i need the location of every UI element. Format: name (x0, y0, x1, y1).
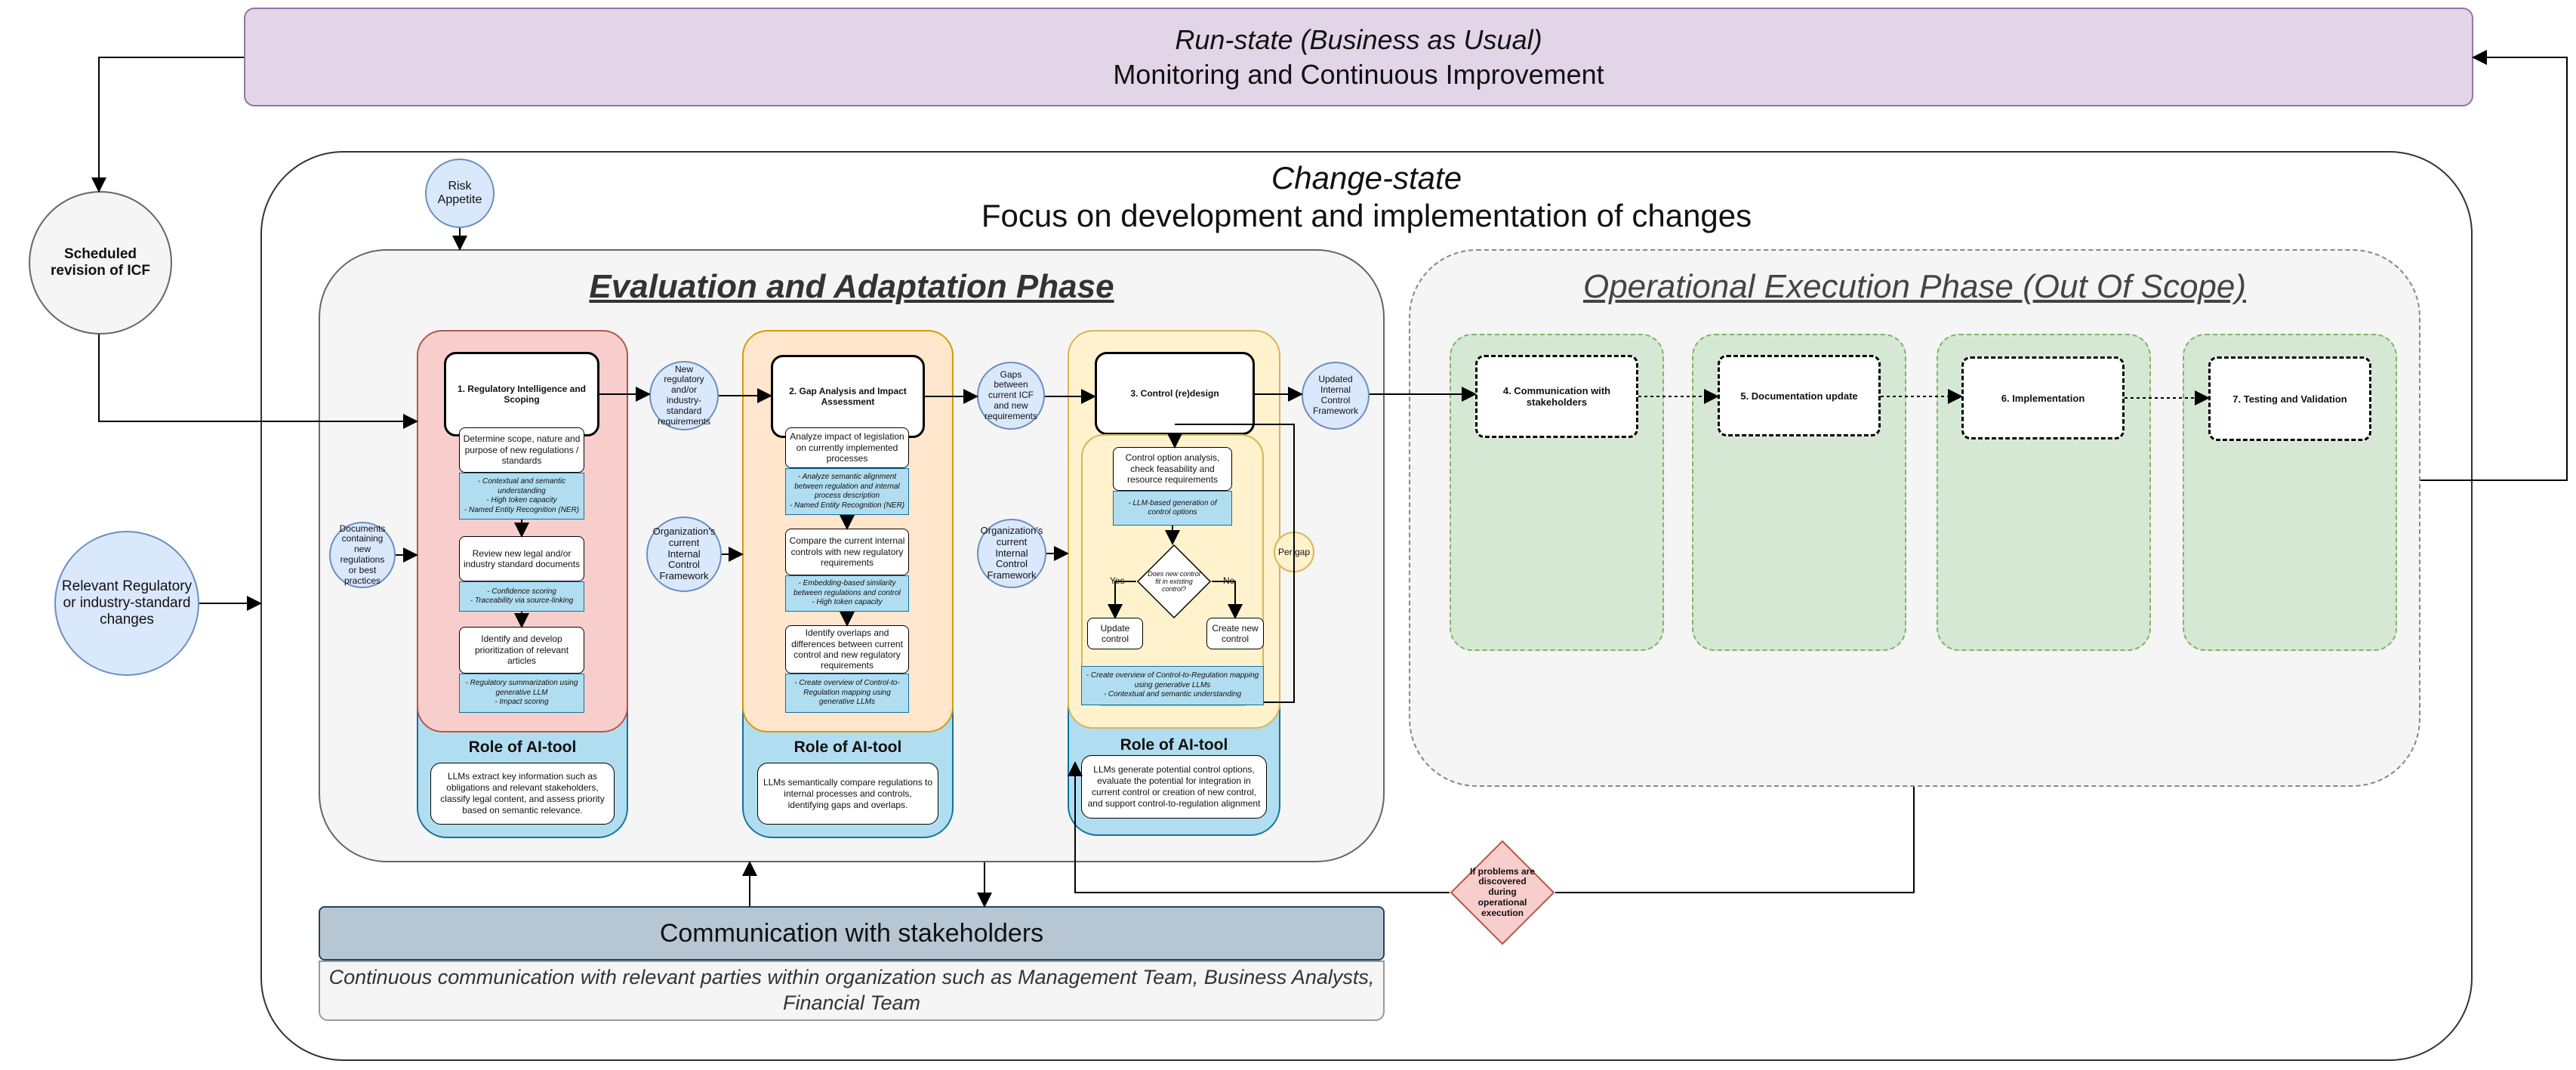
step1-role-text: LLMs extract key information such as obl… (430, 763, 615, 825)
step1-tech1: - Contextual and semantic understanding … (459, 473, 584, 520)
step3-box1: Control option analysis, check feasabili… (1113, 447, 1232, 491)
evaluation-phase-title: Evaluation and Adaptation Phase (589, 268, 1114, 305)
step2-box2: Compare the current internal controls wi… (785, 529, 909, 575)
updated-icf-node: Updated Internal Control Framework (1302, 362, 1370, 430)
step1-box3: Identify and develop prioritization of r… (459, 627, 584, 674)
org-icf-node-1: Organization's current Internal Control … (646, 516, 722, 592)
new-requirements-node: New regulatory and/or industry-standard … (649, 361, 719, 430)
step3-decision: Does new control fit in existing control… (1136, 544, 1212, 619)
communication-bar: Communication with stakeholders (319, 906, 1385, 961)
relevant-changes-node: Relevant Regulatory or industry-standard… (54, 531, 199, 676)
operational-phase-title: Operational Execution Phase (Out Of Scop… (1582, 268, 2247, 305)
scheduled-revision-node: Scheduled revision of ICF (29, 191, 172, 335)
step1-title: 1. Regulatory Intelligence and Scoping (444, 352, 599, 436)
decision-no-label: No (1223, 575, 1235, 586)
org-icf-node-2: Organization's current Internal Control … (977, 519, 1046, 588)
step2-tech3: - Create overview of Control-to-Regulati… (785, 674, 909, 713)
step1-role-title: Role of AI-tool (468, 739, 577, 756)
communication-description: Continuous communication with relevant p… (319, 961, 1385, 1021)
step3-role-title: Role of AI-tool (1120, 736, 1228, 754)
change-state-subtitle: Focus on development and implementation … (981, 198, 1752, 233)
gaps-node: Gaps between current ICF and new require… (977, 362, 1045, 430)
problems-label: If problems are discovered during operat… (1470, 866, 1535, 918)
step3-title: 3. Control (re)design (1095, 352, 1255, 435)
op-step6: 6. Implementation (1961, 356, 2125, 439)
step2-tech2: - Embedding-based similarity between reg… (785, 575, 909, 612)
decision-label: Does new control fit in existing control… (1148, 570, 1200, 593)
per-gap-node: Per gap (1274, 532, 1314, 572)
op-step7: 7. Testing and Validation (2208, 356, 2371, 441)
step1-box2: Review new legal and/or industry standar… (459, 536, 584, 581)
step2-title: 2. Gap Analysis and Impact Assessment (771, 355, 925, 438)
step3-role-text: LLMs generate potential control options,… (1081, 755, 1267, 819)
risk-appetite-node: Risk Appetite (425, 159, 495, 228)
problems-decision: If problems are discovered during operat… (1450, 840, 1555, 945)
step1-tech2: - Confidence scoring - Traceability via … (459, 581, 584, 612)
step3-tech2: - Create overview of Control-to-Regulati… (1081, 666, 1264, 705)
documents-node: Documents containing new regulations or … (329, 522, 396, 588)
op-step5: 5. Documentation update (1718, 355, 1881, 436)
step2-role-text: LLMs semantically compare regulations to… (757, 763, 938, 825)
step1-box1: Determine scope, nature and purpose of n… (459, 427, 584, 473)
step2-box1: Analyze impact of legislation on current… (785, 427, 909, 468)
step2-role-title: Role of AI-tool (793, 739, 902, 756)
decision-yes-label: Yes (1110, 575, 1125, 586)
step2-box3: Identify overlaps and differences betwee… (785, 625, 909, 674)
step3-update-control: Update control (1087, 618, 1143, 649)
step3-tech1: - LLM-based generation of control option… (1113, 491, 1232, 526)
run-state-subtitle: Monitoring and Continuous Improvement (1113, 58, 1604, 90)
op-step4: 4. Communication with stakeholders (1475, 355, 1638, 438)
step2-tech1: - Analyze semantic alignment between reg… (785, 468, 909, 515)
run-state-banner: Run-state (Business as Usual) Monitoring… (244, 8, 2473, 106)
change-state-title: Change-state (1271, 160, 1462, 196)
run-state-title: Run-state (Business as Usual) (1175, 23, 1542, 55)
step1-tech3: - Regulatory summarization using generat… (459, 674, 584, 713)
step3-create-control: Create new control (1206, 618, 1264, 649)
